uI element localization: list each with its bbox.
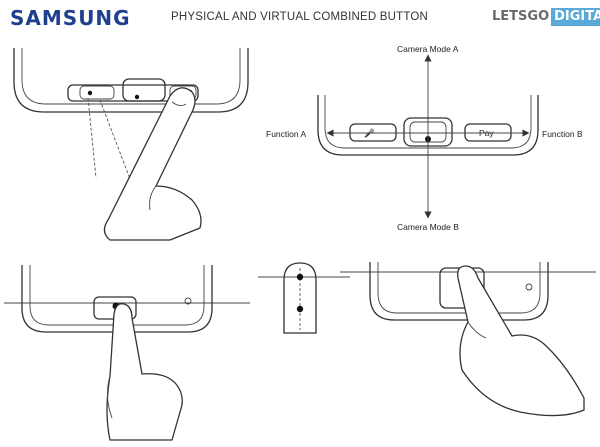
camera-icon bbox=[184, 297, 192, 305]
phone-outline bbox=[369, 262, 549, 321]
phone-inner-outline bbox=[21, 48, 241, 105]
hand-icon bbox=[103, 87, 202, 241]
press-point bbox=[296, 305, 304, 313]
home-button bbox=[122, 78, 166, 102]
figure-bottom-right bbox=[340, 262, 596, 417]
phone-outline bbox=[13, 48, 249, 113]
figure-top-left bbox=[13, 48, 249, 241]
hand-crease bbox=[467, 321, 487, 339]
swipe-path bbox=[99, 99, 139, 201]
logo-text-part2: DIGITAL bbox=[551, 8, 600, 26]
hand-crease bbox=[107, 375, 113, 419]
touch-point bbox=[134, 94, 140, 100]
function-b-label: Function B bbox=[542, 129, 583, 139]
figure-button-detail bbox=[258, 262, 350, 334]
touch-point bbox=[296, 273, 304, 281]
hand-icon bbox=[106, 303, 183, 441]
phone-inner-outline bbox=[377, 262, 541, 314]
camera-mode-b-label: Camera Mode B bbox=[397, 222, 459, 232]
hand-icon bbox=[457, 265, 585, 417]
letsgodigital-logo: LETSGO DIGITAL bbox=[492, 8, 600, 26]
fingernail bbox=[171, 101, 187, 107]
swipe-path bbox=[87, 97, 97, 179]
camera-icon bbox=[525, 283, 533, 291]
function-a-label: Function A bbox=[266, 129, 306, 139]
page-title: PHYSICAL AND VIRTUAL COMBINED BUTTON bbox=[171, 11, 429, 23]
samsung-brand: SAMSUNG bbox=[10, 6, 131, 30]
left-virtual-key bbox=[79, 85, 115, 100]
button-profile bbox=[283, 262, 317, 334]
camera-mode-a-label: Camera Mode A bbox=[397, 44, 459, 54]
logo-text-part1: LETSGO bbox=[492, 9, 550, 24]
hand-crease bbox=[149, 185, 157, 211]
touch-point bbox=[87, 90, 93, 96]
figure-bottom-left bbox=[4, 265, 250, 441]
figure-top-right: 🎤 Pay Camera Mode A Camera Mode B Functi… bbox=[266, 44, 583, 232]
